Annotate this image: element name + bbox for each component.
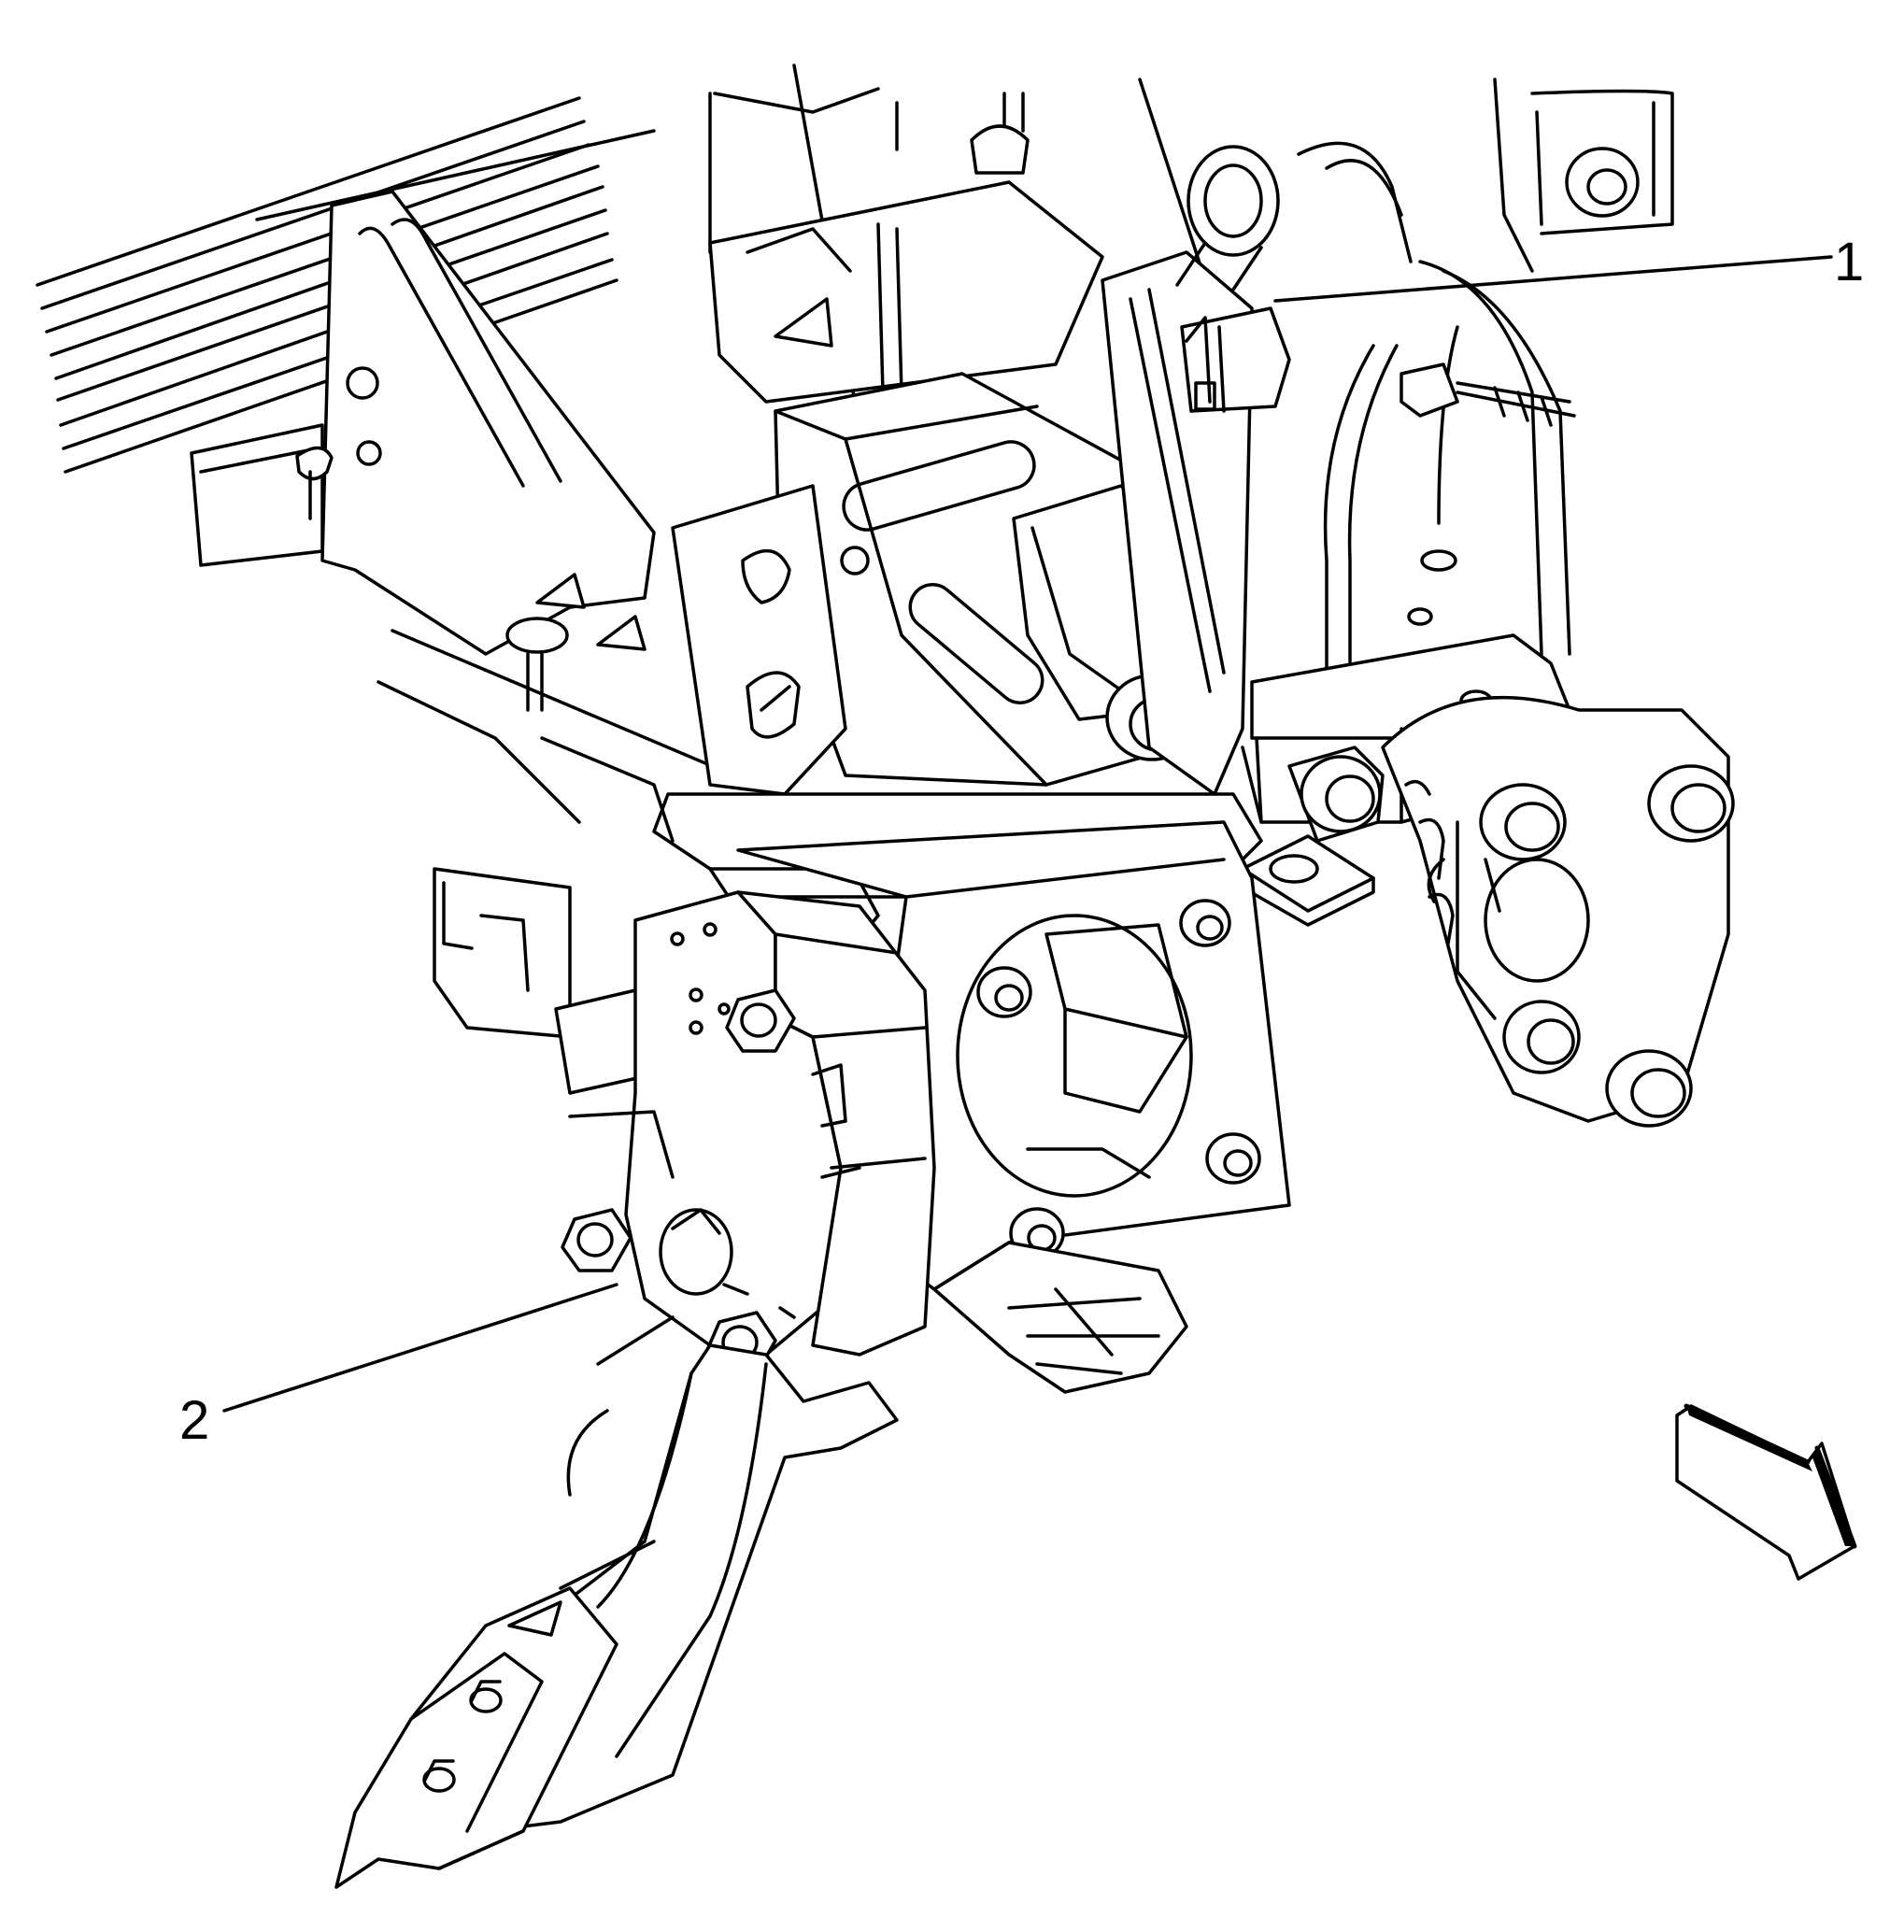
view-direction-arrow-icon — [1675, 1403, 1857, 1581]
leader-line-1 — [1273, 255, 1833, 303]
left-mounting-bracket — [190, 190, 880, 973]
steering-column-support — [540, 64, 1263, 899]
callout-label-2: 2 — [179, 1390, 209, 1451]
callout-label-1: 1 — [1834, 232, 1864, 292]
accelerator-pedal-assembly — [334, 867, 936, 1889]
right-frame-bracket — [1101, 78, 1735, 1128]
callout-leader-lines — [222, 255, 1833, 1413]
leader-line-2 — [222, 1283, 618, 1413]
electrical-connector — [1180, 306, 1576, 427]
